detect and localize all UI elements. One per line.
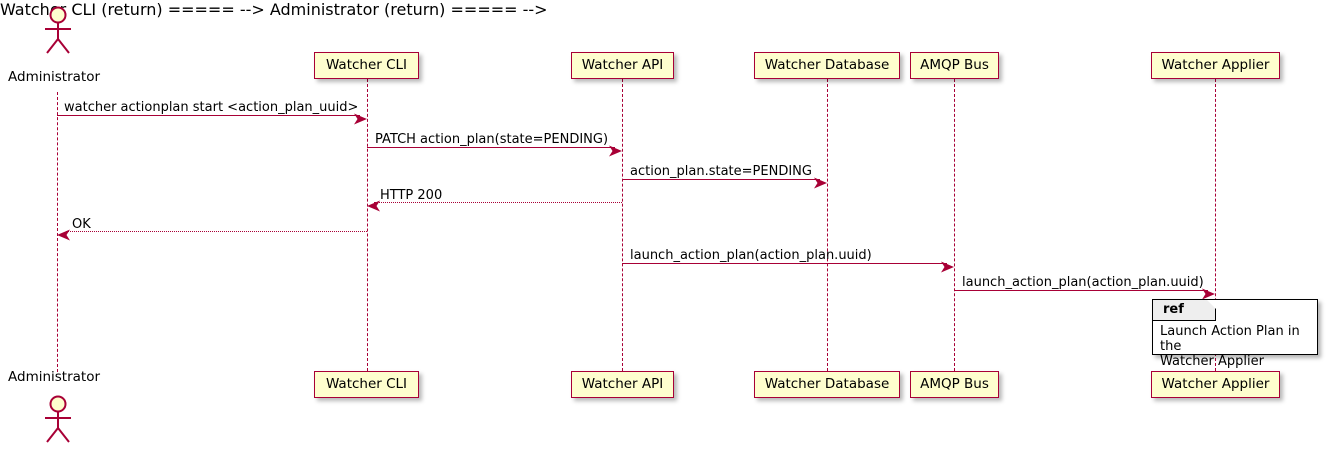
arrow-head-right-1 <box>353 110 367 125</box>
ref-fragment-text: Launch Action Plan in the Watcher Applie… <box>1160 324 1318 369</box>
participant-box-watcher-database-bottom[interactable]: Watcher Database <box>754 371 900 398</box>
participant-label: Watcher CLI <box>325 56 408 73</box>
arrow-head-right-2 <box>608 142 622 157</box>
participant-box-watcher-applier-bottom[interactable]: Watcher Applier <box>1151 371 1280 398</box>
actor-administrator-top[interactable] <box>35 4 79 56</box>
ref-fragment-tab-label: ref <box>1163 302 1184 317</box>
message-label-1: watcher actionplan start <action_plan_uu… <box>64 100 359 115</box>
participant-label: Watcher Database <box>764 56 890 73</box>
lifeline-amqp-bus <box>954 79 955 371</box>
ref-fragment-box[interactable]: ref Launch Action Plan in the Watcher Ap… <box>1152 299 1318 369</box>
message-line-5 <box>66 231 367 232</box>
arrow-head-right-6 <box>940 258 954 273</box>
message-line-6 <box>622 263 947 264</box>
lifeline-watcher-applier <box>1215 79 1216 371</box>
participant-box-watcher-database-top[interactable]: Watcher Database <box>754 52 900 79</box>
message-line-2 <box>367 147 615 148</box>
message-label-5: OK <box>72 217 91 232</box>
message-label-4: HTTP 200 <box>380 188 443 203</box>
arrow-head-left-4 <box>366 197 380 212</box>
arrow-head-left-5 <box>56 226 70 241</box>
participant-label: Watcher Applier <box>1161 375 1270 392</box>
participant-label: AMQP Bus <box>920 56 989 73</box>
ref-fragment-text-line: Launch Action Plan in the <box>1160 324 1300 354</box>
actor-administrator-bottom[interactable] <box>35 393 79 445</box>
message-label-7: launch_action_plan(action_plan.uuid) <box>962 275 1204 290</box>
participant-label: Watcher Database <box>764 375 890 392</box>
participant-label: Watcher Applier <box>1161 56 1270 73</box>
ref-fragment-tab <box>1153 300 1216 321</box>
participant-box-watcher-cli-top[interactable]: Watcher CLI <box>314 52 419 79</box>
message-line-3 <box>622 179 820 180</box>
participant-label: Watcher CLI <box>325 375 408 392</box>
actor-label-administrator-bottom: Administrator <box>8 369 101 385</box>
message-line-4 <box>374 202 622 203</box>
actor-label-administrator-top: Administrator <box>8 69 101 85</box>
message-label-2: PATCH action_plan(state=PENDING) <box>375 132 609 147</box>
participant-label: Watcher API <box>581 56 664 73</box>
arrow-head-right-3 <box>813 174 827 189</box>
lifeline-watcher-database <box>827 79 828 371</box>
participant-box-watcher-cli-bottom[interactable]: Watcher CLI <box>314 371 419 398</box>
stick-figure-icon <box>45 6 71 54</box>
arrow-head-right-7 <box>1201 285 1215 300</box>
lifeline-watcher-cli <box>367 79 368 371</box>
participant-label: Watcher API <box>581 375 664 392</box>
participant-box-watcher-applier-top[interactable]: Watcher Applier <box>1151 52 1280 79</box>
lifeline-administrator <box>57 92 58 372</box>
stick-figure-icon <box>45 395 71 443</box>
participant-box-amqp-bus-bottom[interactable]: AMQP Bus <box>910 371 999 398</box>
participant-box-amqp-bus-top[interactable]: AMQP Bus <box>910 52 999 79</box>
ref-fragment-text-line: Watcher Applier <box>1160 354 1264 369</box>
participant-box-watcher-api-bottom[interactable]: Watcher API <box>571 371 674 398</box>
participant-label: AMQP Bus <box>920 375 989 392</box>
message-line-7 <box>954 290 1208 291</box>
lifeline-watcher-api <box>622 79 623 371</box>
message-label-3: action_plan.state=PENDING <box>630 164 812 179</box>
message-line-1 <box>57 115 360 116</box>
participant-box-watcher-api-top[interactable]: Watcher API <box>571 52 674 79</box>
message-label-6: launch_action_plan(action_plan.uuid) <box>630 248 872 263</box>
